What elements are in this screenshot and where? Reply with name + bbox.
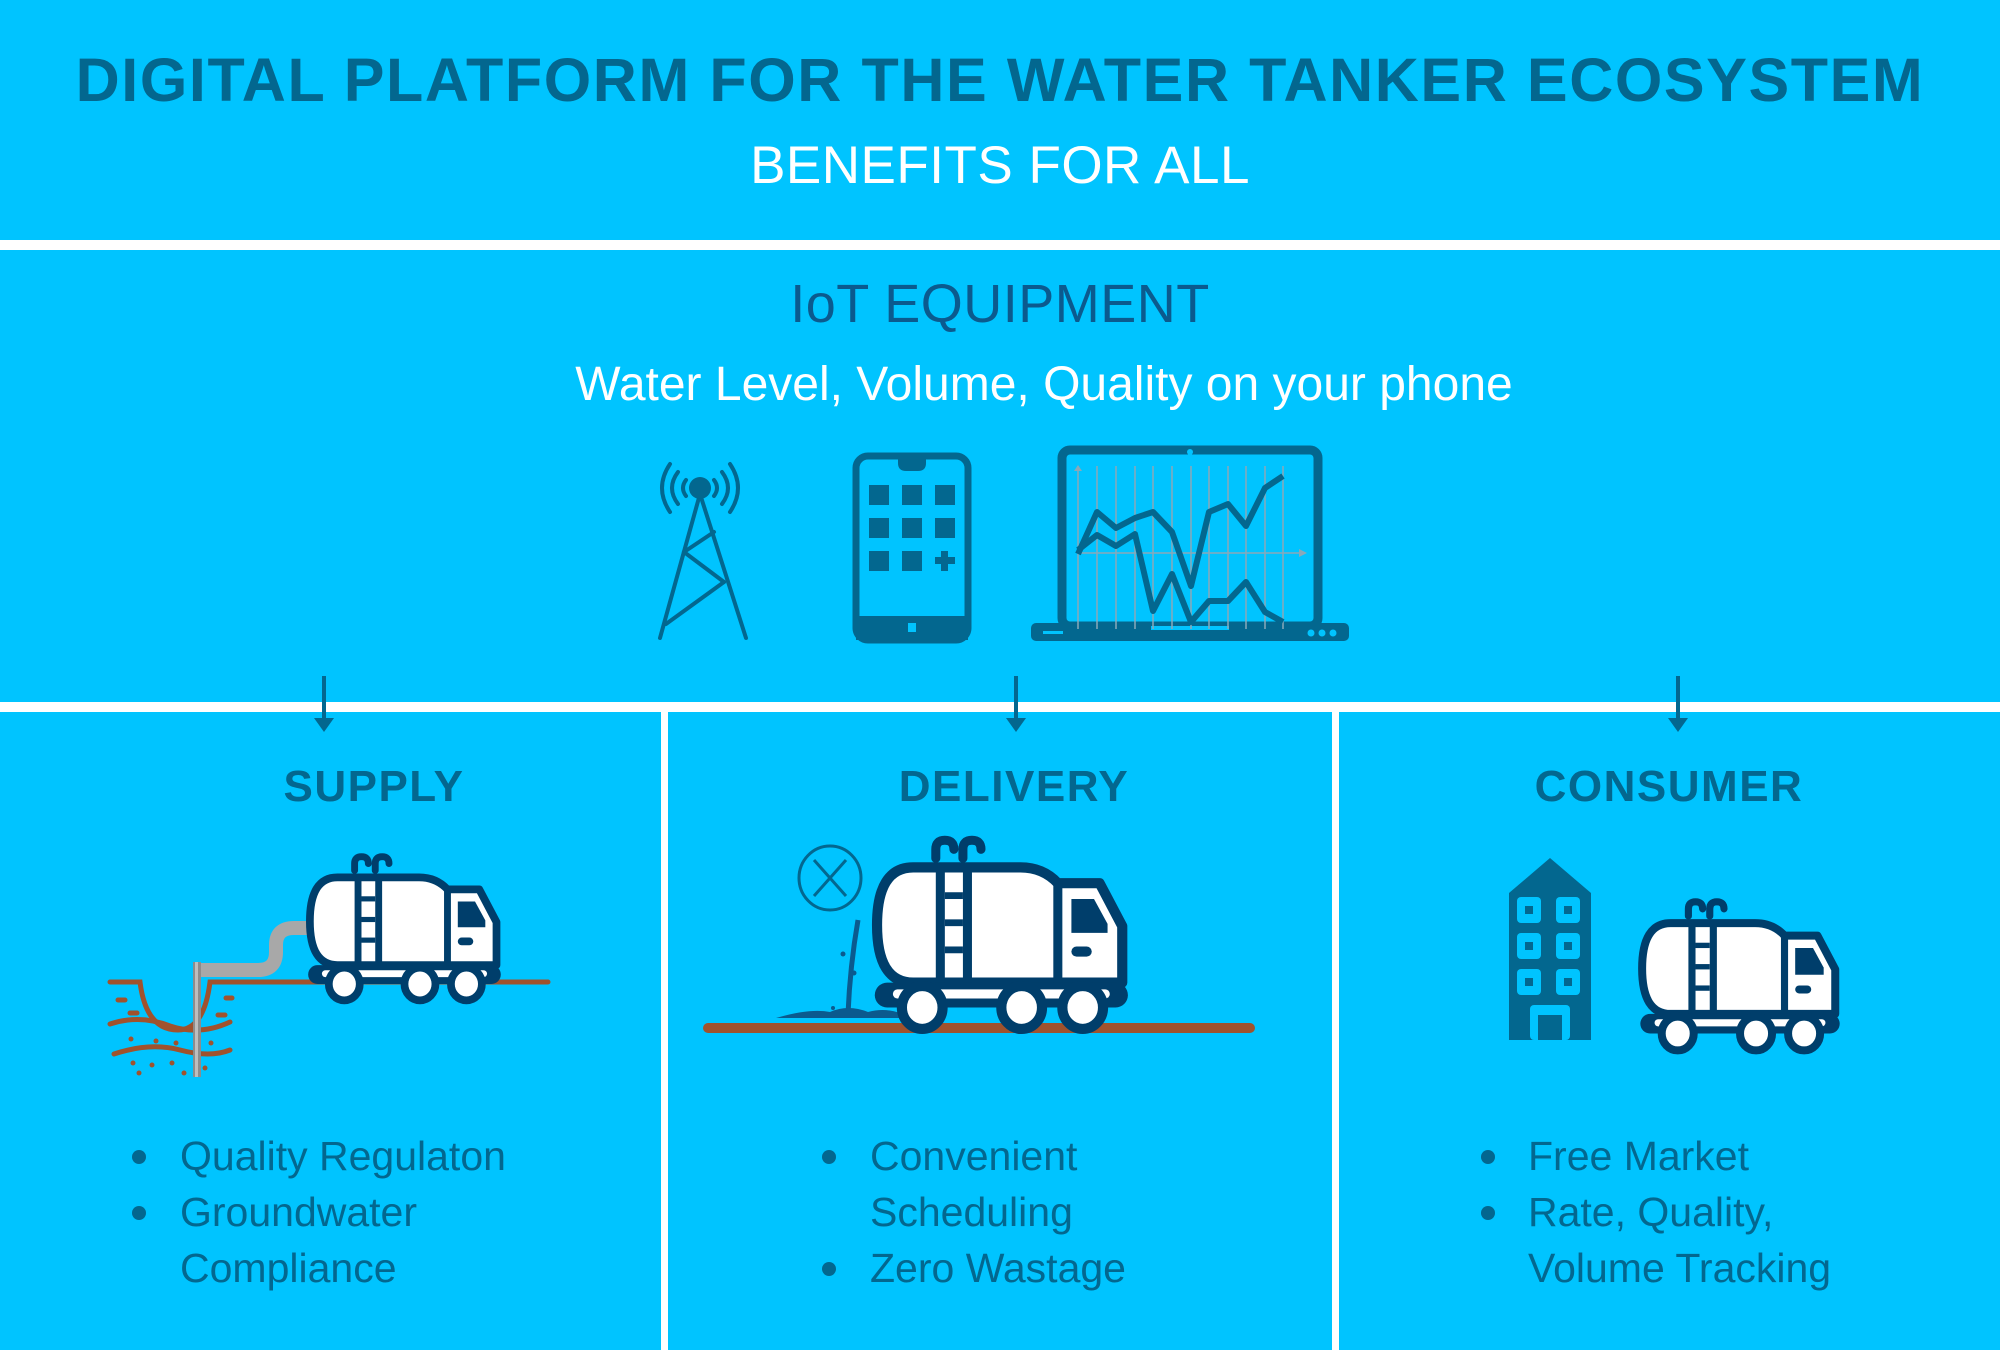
list-item: Zero Wastage (822, 1240, 1126, 1296)
column-heading-delivery: DELIVERY (898, 762, 1130, 811)
section-divider (0, 702, 2000, 712)
list-item: Free Market (1481, 1128, 1831, 1184)
column-heading-supply: SUPPLY (283, 762, 465, 811)
bullet-icon (1481, 1206, 1495, 1220)
list-item: Rate, Quality,Volume Tracking (1481, 1184, 1831, 1296)
column-heading-consumer: CONSUMER (1534, 762, 1804, 811)
arrow-down-consumer-icon (1668, 676, 1688, 732)
bullet-icon (822, 1262, 836, 1276)
list-item: Quality Regulaton (132, 1128, 506, 1184)
laptop-chart-icon (1031, 445, 1349, 641)
iot-section-subtitle: Water Level, Volume, Quality on your pho… (575, 358, 1513, 411)
column-divider-2 (1332, 702, 1339, 1350)
column-divider-1 (661, 702, 668, 1350)
bullet-icon (132, 1206, 146, 1220)
bullet-icon (1481, 1150, 1495, 1164)
consumer-benefits-list: Free Market Rate, Quality,Volume Trackin… (1481, 1128, 1831, 1296)
header-divider (0, 240, 2000, 250)
bullet-icon (132, 1150, 146, 1164)
bullet-icon (822, 1150, 836, 1164)
arrow-down-delivery-icon (1006, 676, 1026, 732)
borewell-pipe-tanker-icon (107, 853, 551, 1077)
cell-tower-icon (658, 462, 748, 640)
iot-section-title: IoT EQUIPMENT (790, 274, 1210, 334)
building-icon (1509, 858, 1591, 1040)
page-title: DIGITAL PLATFORM FOR THE WATER TANKER EC… (75, 46, 1925, 114)
building-and-tanker-icon (1509, 858, 1840, 1055)
no-sign-icon (797, 844, 863, 912)
smartphone-icon (852, 452, 972, 644)
arrow-down-supply-icon (314, 676, 334, 732)
leaking-tanker-no-wastage-icon (703, 835, 1255, 1035)
page-subtitle: BENEFITS FOR ALL (750, 136, 1250, 195)
